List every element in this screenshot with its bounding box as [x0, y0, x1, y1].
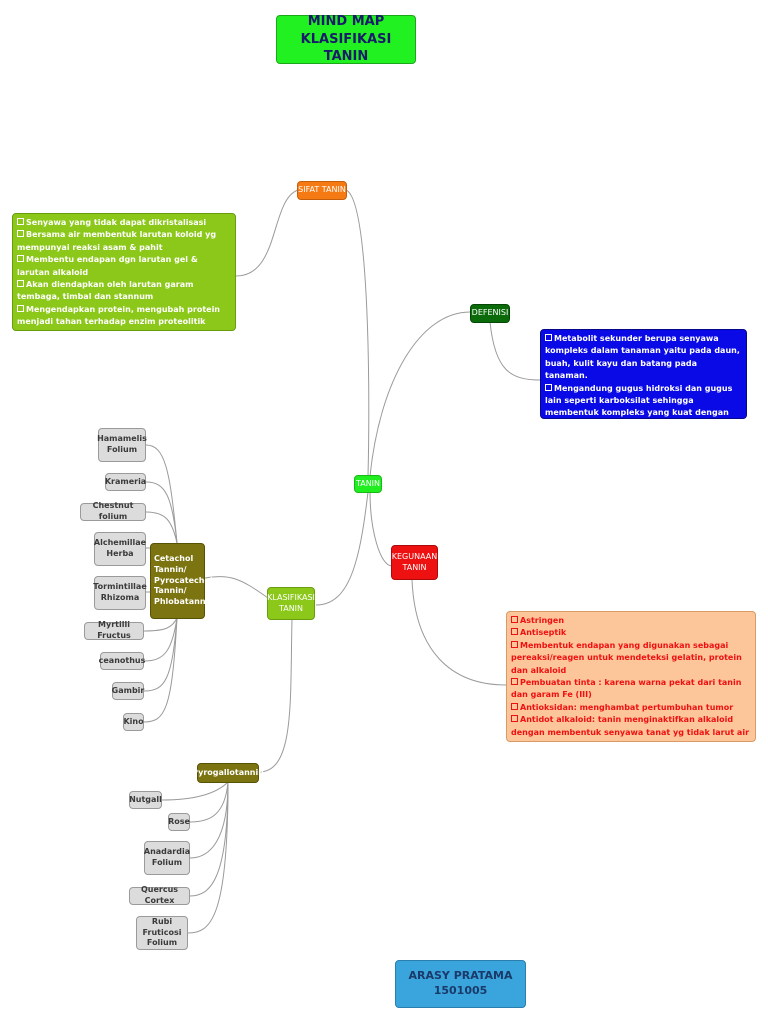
node-klasifikasi-tanin[interactable]: KLASIFIKASI TANIN: [267, 587, 315, 620]
leaf-label: Tormintillae Rhizoma: [93, 582, 147, 602]
sifat-item-text: Membentu endapan dgn larutan gel & larut…: [17, 255, 198, 277]
kegunaan-item-text: Antiseptik: [520, 628, 567, 638]
leaf-kino[interactable]: Kino: [123, 713, 144, 731]
sifat-item: Senyawa yang tidak dapat dikristalisasi: [17, 217, 231, 229]
checkbox-icon: [511, 702, 518, 710]
sifat-item: Membentu endapan dgn larutan gel & larut…: [17, 254, 231, 279]
link-tanin-sifat: [345, 189, 370, 477]
checkbox-icon: [17, 230, 24, 238]
kegunaan-item-text: Membentuk endapan yang digunakan sebagai…: [511, 640, 742, 675]
node-tanin-center[interactable]: TANIN: [354, 475, 382, 493]
checkbox-icon: [511, 677, 518, 685]
leaf-label: Quercus Cortex: [140, 885, 179, 905]
sifat-item: Akan diendapkan oleh larutan garam temba…: [17, 279, 231, 304]
sifat-item-text: Senyawa yang tidak dapat dikristalisasi: [26, 218, 207, 227]
kegunaan-item-text: Pembuatan tinta : karena warna pekat dar…: [511, 677, 742, 700]
sifat-tanin-list: Senyawa yang tidak dapat dikristalisasi …: [12, 213, 236, 331]
node-catechol-tannin[interactable]: Cetachol Tannin/ Pyrocatechol Tannin/ Ph…: [150, 543, 214, 619]
leaf-tormintillae-rhizoma[interactable]: Tormintillae Rhizoma: [93, 576, 147, 610]
node-sifat-tanin[interactable]: SIFAT TANIN: [297, 181, 347, 200]
kegunaan-list: Astringen Antiseptik Membentuk endapan y…: [506, 611, 756, 742]
checkbox-icon: [545, 383, 552, 391]
leaf-label: Kino: [123, 716, 144, 726]
leaf-chestnut-folium[interactable]: Chestnut folium: [80, 501, 146, 521]
checkbox-icon: [545, 334, 552, 341]
checkbox-icon: [17, 304, 24, 312]
leaf-label: Nutgall: [129, 794, 162, 804]
kegunaan-item-text: Antidot alkaloid: tanin menginaktifkan a…: [511, 715, 750, 737]
kegunaan-item: Antidot alkaloid: tanin menginaktifkan a…: [511, 714, 751, 739]
leaf-label: Alchemillae Herba: [93, 538, 147, 558]
defenisi-list: Metabolit sekunder berupa senyawa komple…: [540, 329, 747, 430]
author-box: ARASY PRATAMA 1501005: [395, 960, 526, 1008]
checkbox-icon: [511, 616, 518, 623]
leaf-label: Krameria: [104, 476, 147, 486]
link-sifat-list: [235, 189, 299, 277]
kegunaan-label: KEGUNAAN TANIN: [391, 551, 438, 572]
sifat-item-text: Bersama air membentuk larutan koloid yg …: [17, 230, 217, 252]
sifat-item-text: Akan diendapkan oleh larutan garam temba…: [17, 279, 194, 302]
kegunaan-item: Antioksidan: menghambat pertumbuhan tumo…: [511, 702, 751, 714]
sifat-label: SIFAT TANIN: [298, 185, 346, 195]
checkbox-icon: [511, 715, 518, 723]
kegunaan-item-text: Astringen: [520, 616, 565, 625]
link-tanin-klasifikasi: [315, 491, 369, 606]
link-defenisi-list: [489, 321, 541, 381]
kegunaan-item: Membentuk endapan yang digunakan sebagai…: [511, 640, 751, 677]
link-klasifikasi-pyrogallo: [258, 619, 293, 773]
title-text: MIND MAP KLASIFIKASI TANIN: [300, 14, 392, 65]
sifat-item: Mengendapkan protein, mengubah protein m…: [17, 304, 231, 329]
link-tanin-kegunaan: [369, 491, 393, 567]
leaf-label: Rose: [168, 816, 190, 826]
leaf-myrtilli-fructus[interactable]: Myrtilli Fructus: [84, 620, 144, 640]
leaf-label: Myrtilli Fructus: [97, 620, 131, 640]
kegunaan-item: Pembuatan tinta : karena warna pekat dar…: [511, 677, 751, 702]
defenisi-item: Metabolit sekunder berupa senyawa komple…: [545, 333, 742, 383]
leaf-label: Anadardia Folium: [143, 847, 191, 867]
kegunaan-item-text: Antioksidan: menghambat pertumbuhan tumo…: [520, 702, 734, 712]
leaf-hamamelis-folium[interactable]: Hamamelis Folium: [97, 428, 147, 462]
kegunaan-item: Antiseptik: [511, 627, 751, 639]
defenisi-item-text: Mengandung gugus hidroksi dan gugus lain…: [545, 383, 733, 430]
defenisi-item-text: Metabolit sekunder berupa senyawa komple…: [545, 334, 740, 381]
sifat-item: Bersama air membentuk larutan koloid yg …: [17, 229, 231, 254]
checkbox-icon: [17, 255, 24, 263]
defenisi-item: Mengandung gugus hidroksi dan gugus lain…: [545, 383, 742, 433]
leaf-ceanothus[interactable]: ceanothus: [98, 652, 146, 670]
node-kegunaan-tanin[interactable]: KEGUNAAN TANIN: [391, 545, 438, 580]
leaf-nutgall[interactable]: Nutgall: [129, 791, 162, 809]
defenisi-label: DEFENISI: [471, 308, 509, 318]
checkbox-icon: [17, 279, 24, 287]
leaf-rubi-fruticosi-folium[interactable]: Rubi Fruticosi Folium: [136, 916, 188, 950]
pyrogallo-label: Pyrogallotannin: [192, 767, 264, 777]
leaf-quercus-cortex[interactable]: Quercus Cortex: [129, 885, 190, 905]
leaf-rose[interactable]: Rose: [168, 813, 190, 831]
link-klasifikasi-catechol: [204, 576, 269, 599]
leaf-alchemillae-herba[interactable]: Alchemillae Herba: [94, 532, 146, 566]
checkbox-icon: [511, 628, 518, 636]
author-id: 1501005: [433, 984, 488, 997]
center-label: TANIN: [355, 478, 381, 488]
link-tanin-defenisi: [369, 311, 471, 477]
leaf-label: ceanothus: [98, 655, 146, 665]
sifat-item-text: Mengendapkan protein, mengubah protein m…: [17, 304, 220, 327]
klasifikasi-label: KLASIFIKASI TANIN: [267, 592, 315, 613]
link-kegunaan-list: [411, 579, 507, 686]
leaf-gambir[interactable]: Gambir: [112, 682, 144, 700]
node-defenisi[interactable]: DEFENISI: [470, 304, 510, 323]
leaf-anadardia-folium[interactable]: Anadardia Folium: [144, 841, 190, 875]
catechol-label: Cetachol Tannin/ Pyrocatechol Tannin/ Ph…: [154, 554, 214, 607]
checkbox-icon: [17, 218, 24, 225]
leaf-krameria[interactable]: Krameria: [105, 473, 146, 491]
leaf-label: Gambir: [111, 685, 145, 695]
leaf-label: Rubi Fruticosi Folium: [142, 916, 182, 948]
node-pyrogallotannin[interactable]: Pyrogallotannin: [192, 763, 264, 783]
author-name: ARASY PRATAMA: [408, 969, 513, 983]
leaf-label: Chestnut folium: [92, 501, 134, 521]
kegunaan-item: Astringen: [511, 615, 751, 627]
checkbox-icon: [511, 640, 518, 648]
mind-map-title: MIND MAP KLASIFIKASI TANIN: [276, 14, 416, 65]
leaf-label: Hamamelis Folium: [97, 434, 147, 454]
